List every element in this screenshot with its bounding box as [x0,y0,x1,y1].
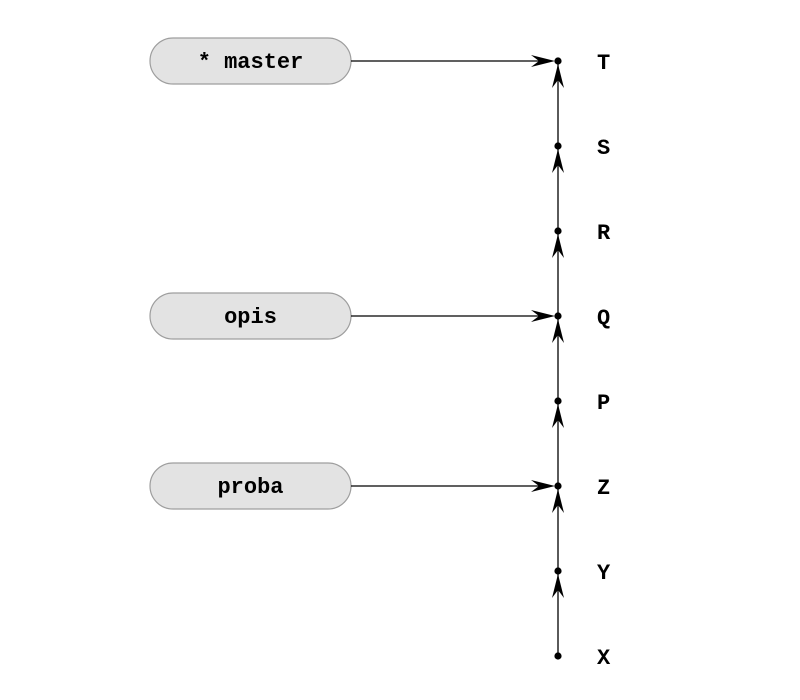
branch-arrowhead [531,480,555,492]
commit-label-X: X [597,646,611,671]
commit-node-Z [554,482,562,490]
commit-label-T: T [597,51,610,76]
commit-label-Y: Y [597,561,611,586]
commit-node-Y [554,567,562,575]
branch-pointer-master: * master [149,37,555,85]
edge-arrowhead-Y-to-Z [552,489,564,513]
commit-label-P: P [597,391,610,416]
edge-arrowhead-Z-to-P [552,404,564,428]
edge-arrowhead-S-to-T [552,64,564,88]
commit-node-P [554,397,562,405]
commit-label-Z: Z [597,476,610,501]
commit-node-S [554,142,562,150]
edge-arrowhead-X-to-Y [552,574,564,598]
commit-node-X [554,652,562,660]
commit-label-S: S [597,136,610,161]
branch-label: proba [217,475,283,500]
branch-label: opis [224,305,277,330]
branch-arrowhead [531,310,555,322]
branch-arrowhead [531,55,555,67]
commit-node-T [554,57,562,65]
edge-arrowhead-Q-to-R [552,234,564,258]
branch-label: * master [198,50,304,75]
commit-label-Q: Q [597,306,610,331]
branch-pointer-proba: proba [149,462,555,510]
commit-node-Q [554,312,562,320]
commit-layer: T S R Q P Z Y X [552,51,611,671]
branch-pointer-opis: opis [149,292,555,340]
commit-label-R: R [597,221,611,246]
edge-arrowhead-R-to-S [552,149,564,173]
edge-arrowhead-P-to-Q [552,319,564,343]
commit-node-R [554,227,562,235]
branch-layer: * master opis proba [149,37,555,510]
